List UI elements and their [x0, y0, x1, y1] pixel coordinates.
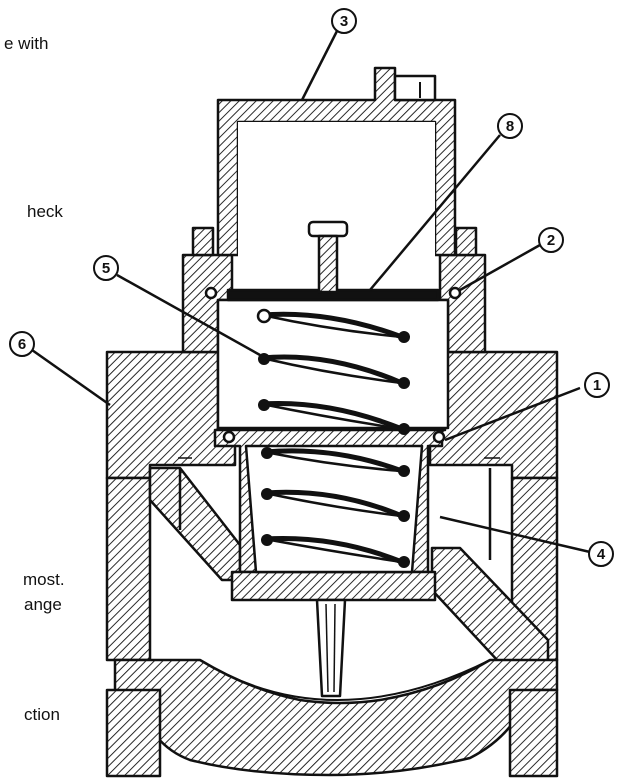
callout-5 [93, 255, 119, 281]
callout-2-label: 2 [547, 232, 555, 249]
callout-1-label: 1 [593, 377, 601, 394]
leader-1 [444, 386, 581, 442]
leader-6 [31, 348, 111, 407]
callout-8-label: 8 [506, 118, 514, 135]
spring [259, 311, 405, 565]
callout-8 [497, 113, 523, 139]
text-fragment-4: ange [24, 595, 62, 614]
callout-5-label: 5 [102, 260, 110, 277]
callout-6 [9, 331, 35, 357]
callout-2 [538, 227, 564, 253]
callout-6-label: 6 [18, 336, 26, 353]
o-ring-seat-right [432, 430, 446, 444]
text-fragment-1: e with [4, 34, 49, 53]
diaphragm-disc [226, 220, 440, 302]
leader-4 [439, 515, 591, 554]
strainer-tip [315, 598, 347, 698]
o-ring-right [448, 286, 462, 300]
callout-4 [588, 541, 614, 567]
o-ring-left [204, 286, 218, 300]
text-fragment-3: most. [23, 570, 65, 589]
leader-5 [116, 273, 261, 357]
callout-3-label: 3 [340, 13, 348, 30]
leader-3 [300, 30, 339, 101]
callout-1 [584, 372, 610, 398]
callout-4-label: 4 [597, 546, 606, 563]
leader-8 [369, 134, 501, 291]
text-fragment-5: ction [24, 705, 60, 724]
callout-3 [331, 8, 357, 34]
leader-2 [459, 243, 541, 292]
o-ring-seat-left [222, 430, 236, 444]
text-fragment-2: heck [27, 202, 63, 221]
